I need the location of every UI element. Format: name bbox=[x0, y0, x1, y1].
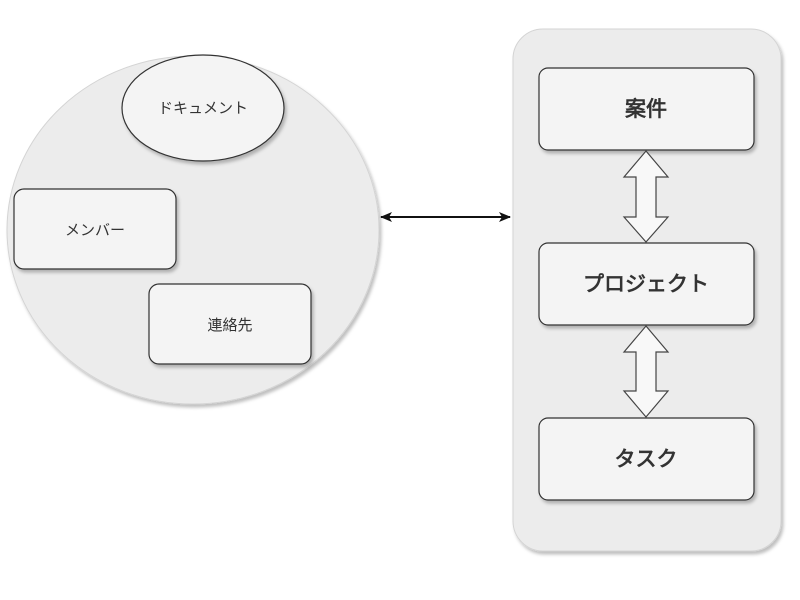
task-label: タスク bbox=[615, 447, 678, 471]
project-label: プロジェクト bbox=[583, 272, 709, 296]
document-node[interactable]: ドキュメント bbox=[121, 54, 285, 162]
case-project-double-arrow[interactable] bbox=[622, 150, 670, 243]
case-node[interactable]: 案件 bbox=[538, 67, 755, 151]
contact-label: 連絡先 bbox=[207, 316, 252, 334]
document-label: ドキュメント bbox=[158, 99, 248, 117]
case-label: 案件 bbox=[624, 97, 667, 121]
member-label: メンバー bbox=[65, 221, 125, 239]
task-node[interactable]: タスク bbox=[538, 417, 755, 501]
contact-node[interactable]: 連絡先 bbox=[148, 283, 312, 365]
project-task-double-arrow[interactable] bbox=[622, 325, 670, 418]
member-node[interactable]: メンバー bbox=[13, 188, 177, 270]
project-node[interactable]: プロジェクト bbox=[538, 242, 755, 326]
